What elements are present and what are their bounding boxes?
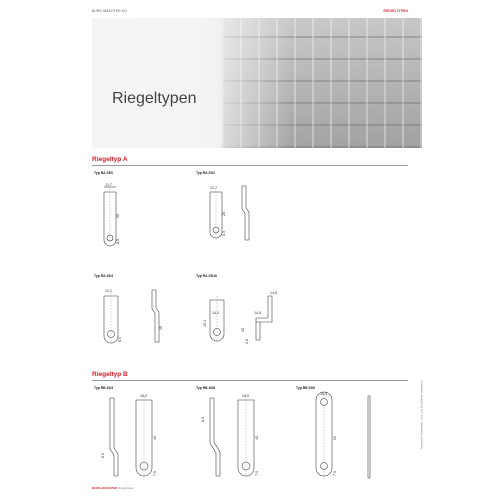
section-header: RIEGELTYPEN xyxy=(383,9,408,13)
svg-text:14,5: 14,5 xyxy=(254,311,261,315)
drawing-ra-25-2: 12,7 25 8,5 xyxy=(209,185,250,241)
svg-text:14,2: 14,2 xyxy=(212,311,219,315)
drawing-ra-25-4: 12,2 15 8,5 xyxy=(103,289,163,344)
footer-subtitle: Riegeltypen xyxy=(118,486,134,490)
svg-text:13,7: 13,7 xyxy=(105,183,112,187)
svg-text:7,5: 7,5 xyxy=(153,471,157,476)
divider xyxy=(92,380,408,381)
item-label-rb-40-6: Typ RB 40/6 xyxy=(196,386,216,390)
svg-text:25: 25 xyxy=(116,214,120,218)
svg-text:12,7: 12,7 xyxy=(210,186,217,190)
svg-text:8,5: 8,5 xyxy=(201,417,205,422)
disclaimer: Technische Änderungen, Satz- und Druckfe… xyxy=(420,380,423,450)
svg-text:20,4: 20,4 xyxy=(203,320,207,327)
svg-text:40: 40 xyxy=(153,436,157,440)
company-header: BURG-WÄCHTER KG xyxy=(92,9,127,13)
svg-text:15,5: 15,5 xyxy=(320,392,327,396)
item-label-ra-25-16: Typ RA 25/16 xyxy=(196,274,217,278)
hero-image: Riegeltypen xyxy=(92,18,422,148)
svg-text:2,6: 2,6 xyxy=(245,339,249,344)
item-label-ra-25-0: Typ RA 25/0 xyxy=(94,171,114,175)
svg-text:8,5: 8,5 xyxy=(101,453,105,458)
svg-text:15,5: 15,5 xyxy=(242,394,249,398)
divider xyxy=(92,165,408,166)
svg-text:14,5: 14,5 xyxy=(270,291,277,295)
svg-text:8,5: 8,5 xyxy=(118,337,122,342)
svg-text:7,5: 7,5 xyxy=(255,471,259,476)
catalog-page: BURG-WÄCHTER KG RIEGELTYPEN Riegeltypen … xyxy=(78,0,423,500)
drawing-rb-40-6: 15,5 40 8,5 7,5 xyxy=(201,394,259,480)
svg-text:8,5: 8,5 xyxy=(116,239,120,244)
drawing-rb-53-0: 15,5 53 7,5 xyxy=(315,391,371,480)
section-a-title: Riegeltyp A xyxy=(92,156,128,163)
drawing-ra-25-16: 14,5 20,4 14,2 14,5 15 2,6 xyxy=(203,291,277,344)
item-label-ra-25-4: Typ RA 25/4 xyxy=(94,274,114,278)
svg-text:40: 40 xyxy=(255,436,259,440)
svg-text:7,5: 7,5 xyxy=(333,471,337,476)
svg-text:53: 53 xyxy=(333,436,337,440)
svg-text:25: 25 xyxy=(222,212,226,216)
svg-text:15: 15 xyxy=(241,328,245,332)
item-label-rb-53-0: Typ RB 53/0 xyxy=(296,386,316,390)
svg-text:12,2: 12,2 xyxy=(105,289,112,293)
footer: BURG-WÄCHTER Riegeltypen xyxy=(92,486,134,490)
item-label-rb-40-3: Typ RB 40/3 xyxy=(94,386,114,390)
item-label-ra-25-2: Typ RA 25/2 xyxy=(196,171,216,175)
drawing-rb-40-3: 15,5 40 8,5 7,5 xyxy=(101,394,157,480)
section-b-title: Riegeltyp B xyxy=(92,371,128,378)
footer-brand: BURG-WÄCHTER xyxy=(92,486,118,490)
svg-text:15,5: 15,5 xyxy=(140,394,147,398)
drawing-ra-25-0: 13,7 25 8,5 xyxy=(103,183,120,247)
svg-text:8,5: 8,5 xyxy=(222,231,226,236)
page-title: Riegeltypen xyxy=(112,90,197,107)
svg-text:15: 15 xyxy=(159,326,163,330)
